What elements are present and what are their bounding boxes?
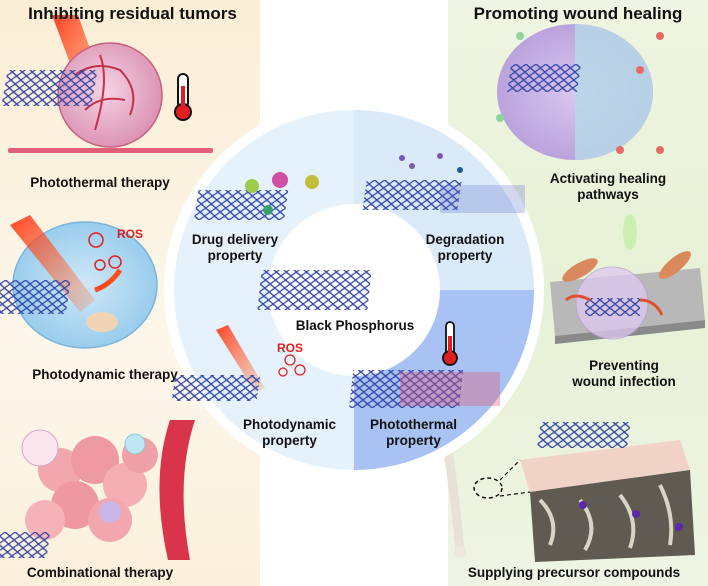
label-supplying-precursor-compounds: Supplying precursor compounds	[467, 565, 681, 580]
label-activating-healing-pathways: Activating healing pathways	[549, 171, 667, 202]
photothermal-property-illustration	[349, 321, 500, 408]
preventing-infection-illustration	[550, 214, 705, 344]
ros-label-therapy: ROS	[117, 227, 144, 241]
drug-delivery-illustration	[194, 172, 319, 220]
thermometer-icon	[174, 73, 192, 121]
photodynamic-therapy-illustration	[0, 215, 158, 349]
photodynamic-property-illustration	[171, 325, 306, 401]
label-degradation-property: Degradation property	[425, 232, 505, 263]
label-combinational-therapy: Combinational therapy	[26, 565, 174, 580]
label-black-phosphorus: Black Phosphorus	[295, 318, 415, 333]
label-photothermal-therapy: Photothermal therapy	[30, 175, 170, 190]
label-photodynamic-property: Photodynamic property	[242, 417, 336, 448]
activating-healing-illustration	[496, 24, 664, 160]
header-inhibiting-residual-tumors: Inhibiting residual tumors	[28, 4, 237, 23]
ros-label-property: ROS	[277, 341, 304, 355]
supplying-precursor-illustration	[434, 422, 695, 562]
label-preventing-wound-infection: Preventing wound infection	[572, 358, 676, 389]
label-drug-delivery-property: Drug delivery property	[191, 232, 279, 263]
photothermal-therapy-illustration	[1, 15, 213, 153]
header-promoting-wound-healing: Promoting wound healing	[473, 4, 683, 23]
label-photodynamic-therapy: Photodynamic therapy	[32, 367, 178, 382]
degradation-illustration	[362, 153, 525, 213]
combinational-therapy-illustration	[0, 420, 195, 560]
black-phosphorus-illustration	[257, 270, 372, 310]
label-photothermal-property: Photothermal property	[369, 417, 457, 448]
